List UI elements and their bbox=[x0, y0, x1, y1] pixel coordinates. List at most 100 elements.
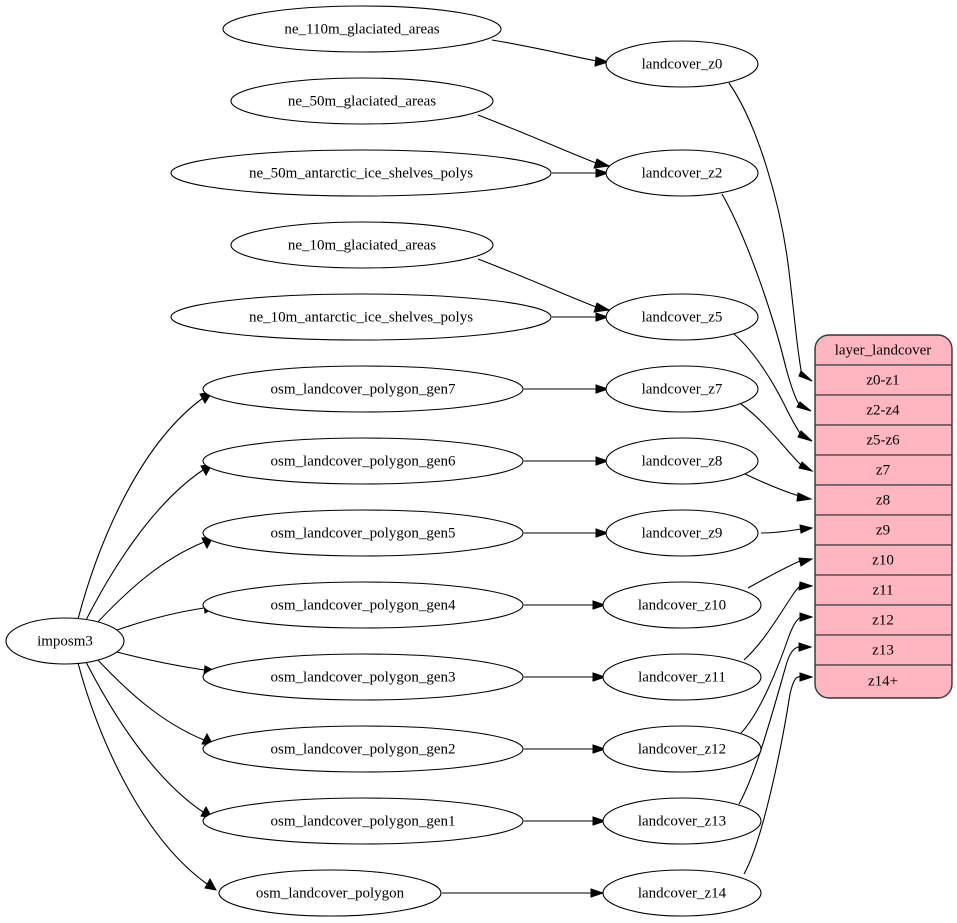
edge-z2-to-row-z2z4 bbox=[721, 193, 801, 407]
node-ne_50m_antarctic_ice_shelves_polys[interactable]: ne_50m_antarctic_ice_shelves_polys bbox=[170, 149, 552, 197]
node-landcover_z2[interactable]: landcover_z2 bbox=[605, 149, 759, 197]
table-row-label-z13: z13 bbox=[872, 642, 894, 658]
node-landcover_z7[interactable]: landcover_z7 bbox=[605, 365, 759, 413]
node-label: landcover_z5 bbox=[642, 309, 723, 325]
node-landcover_z11[interactable]: landcover_z11 bbox=[602, 653, 762, 701]
node-label: osm_landcover_polygon bbox=[256, 885, 405, 901]
node-label: ne_50m_antarctic_ice_shelves_polys bbox=[249, 165, 473, 181]
node-ellipse bbox=[602, 797, 762, 845]
node-landcover_z13[interactable]: landcover_z13 bbox=[602, 797, 762, 845]
node-osm_landcover_polygon_gen3[interactable]: osm_landcover_polygon_gen3 bbox=[202, 653, 524, 701]
node-label: osm_landcover_polygon_gen7 bbox=[271, 381, 456, 397]
node-ne_10m_antarctic_ice_shelves_polys[interactable]: ne_10m_antarctic_ice_shelves_polys bbox=[170, 293, 552, 341]
table-row-label-z5-z6: z5-z6 bbox=[866, 432, 900, 448]
node-osm_landcover_polygon_gen5[interactable]: osm_landcover_polygon_gen5 bbox=[202, 509, 524, 557]
table-row-label-z7: z7 bbox=[876, 462, 891, 478]
node-label: ne_10m_glaciated_areas bbox=[288, 237, 436, 253]
arrow-head bbox=[799, 612, 814, 622]
node-label: landcover_z9 bbox=[642, 525, 723, 541]
node-ellipse bbox=[230, 77, 494, 125]
node-label: osm_landcover_polygon_gen1 bbox=[271, 813, 456, 829]
node-ellipse bbox=[202, 509, 524, 557]
node-label: osm_landcover_polygon_gen2 bbox=[271, 741, 456, 757]
node-ellipse bbox=[202, 437, 524, 485]
edge-z10-to-row-z10 bbox=[747, 560, 801, 589]
table-row-label-z0-z1: z0-z1 bbox=[866, 372, 899, 388]
node-osm_landcover_polygon_gen4[interactable]: osm_landcover_polygon_gen4 bbox=[202, 581, 524, 629]
node-ne_110m_glaciated_areas[interactable]: ne_110m_glaciated_areas bbox=[222, 5, 502, 53]
table-row-cell[interactable] bbox=[815, 604, 952, 636]
arrow-head bbox=[799, 672, 814, 682]
node-ellipse bbox=[218, 869, 442, 917]
node-label: landcover_z2 bbox=[642, 165, 723, 181]
table-row-cell[interactable] bbox=[815, 664, 952, 698]
table-header-label: layer_landcover bbox=[835, 342, 932, 358]
node-osm_landcover_polygon_gen6[interactable]: osm_landcover_polygon_gen6 bbox=[202, 437, 524, 485]
node-landcover_z9[interactable]: landcover_z9 bbox=[605, 509, 759, 557]
table-row-label-z14plus: z14+ bbox=[868, 673, 898, 689]
table-row-cell[interactable] bbox=[815, 424, 952, 456]
arrow-head bbox=[797, 430, 813, 442]
table-row-label-z10: z10 bbox=[872, 552, 894, 568]
edge-z8-to-row-z8 bbox=[744, 473, 800, 497]
node-label: ne_110m_glaciated_areas bbox=[284, 21, 439, 37]
node-landcover_z10[interactable]: landcover_z10 bbox=[602, 581, 762, 629]
arrow-head bbox=[798, 461, 814, 472]
edge-ne50mglac-to-z2 bbox=[477, 114, 597, 164]
node-landcover_z8[interactable]: landcover_z8 bbox=[605, 437, 759, 485]
node-ellipse bbox=[202, 653, 524, 701]
table-outline bbox=[814, 334, 953, 699]
arrow-head bbox=[595, 168, 610, 178]
nodes-layer: imposm3 ne_110m_glaciated_areas ne_50m_g… bbox=[5, 5, 762, 917]
node-ellipse bbox=[605, 149, 759, 197]
edge-z9-to-row-z9 bbox=[760, 528, 802, 534]
edge-imposm3-to-gen3 bbox=[116, 651, 205, 671]
node-ellipse bbox=[202, 725, 524, 773]
node-landcover_z5[interactable]: landcover_z5 bbox=[605, 293, 759, 341]
table-row-cell[interactable] bbox=[815, 514, 952, 546]
node-ellipse bbox=[5, 617, 125, 665]
node-label: osm_landcover_polygon_gen4 bbox=[271, 597, 456, 613]
node-osm_landcover_polygon_gen1[interactable]: osm_landcover_polygon_gen1 bbox=[202, 797, 524, 845]
node-label: landcover_z7 bbox=[642, 381, 723, 397]
node-osm_landcover_polygon_gen2[interactable]: osm_landcover_polygon_gen2 bbox=[202, 725, 524, 773]
node-ellipse bbox=[202, 365, 524, 413]
arrow-head bbox=[798, 370, 813, 382]
table-row-label-z11: z11 bbox=[872, 582, 893, 598]
node-label: landcover_z10 bbox=[638, 597, 726, 613]
node-label: osm_landcover_polygon_gen3 bbox=[271, 669, 456, 685]
edge-imposm3-to-gen1 bbox=[84, 659, 204, 813]
edge-imposm3-to-polygon bbox=[77, 662, 208, 885]
node-ellipse bbox=[202, 581, 524, 629]
node-label: landcover_z0 bbox=[642, 56, 723, 72]
table-row-cell[interactable] bbox=[815, 544, 952, 576]
node-label: ne_10m_antarctic_ice_shelves_polys bbox=[249, 309, 473, 325]
node-ellipse bbox=[602, 869, 762, 917]
node-landcover_z0[interactable]: landcover_z0 bbox=[605, 40, 759, 88]
node-ellipse bbox=[605, 293, 759, 341]
arrow-head bbox=[799, 524, 814, 534]
arrow-head bbox=[593, 302, 611, 313]
edge-z7-to-row-z7 bbox=[740, 403, 803, 467]
arrow-head bbox=[593, 158, 611, 169]
node-ellipse bbox=[222, 5, 502, 53]
arrow-head bbox=[595, 456, 610, 466]
node-imposm3[interactable]: imposm3 bbox=[5, 617, 125, 665]
node-label: osm_landcover_polygon_gen5 bbox=[271, 525, 456, 541]
node-osm_landcover_polygon[interactable]: osm_landcover_polygon bbox=[218, 869, 442, 917]
node-ne_10m_glaciated_areas[interactable]: ne_10m_glaciated_areas bbox=[230, 221, 494, 269]
node-ne_50m_glaciated_areas[interactable]: ne_50m_glaciated_areas bbox=[230, 77, 494, 125]
arrow-head bbox=[204, 877, 217, 891]
node-landcover_z12[interactable]: landcover_z12 bbox=[602, 725, 762, 773]
layer-landcover-table[interactable]: layer_landcover z0-z1 z2-z4 z5-z6 z7 z8 … bbox=[814, 334, 953, 699]
node-osm_landcover_polygon_gen7[interactable]: osm_landcover_polygon_gen7 bbox=[202, 365, 524, 413]
edge-z13-to-row-z13 bbox=[738, 645, 802, 805]
node-label: landcover_z14 bbox=[638, 885, 727, 901]
edge-imposm3-to-gen4 bbox=[116, 607, 205, 631]
table-row-cell[interactable] bbox=[815, 484, 952, 516]
edge-z0-to-row-z0z1 bbox=[728, 82, 803, 376]
node-label: osm_landcover_polygon_gen6 bbox=[271, 453, 456, 469]
node-ellipse bbox=[602, 725, 762, 773]
arrow-head bbox=[594, 56, 610, 67]
node-landcover_z14[interactable]: landcover_z14 bbox=[602, 869, 762, 917]
